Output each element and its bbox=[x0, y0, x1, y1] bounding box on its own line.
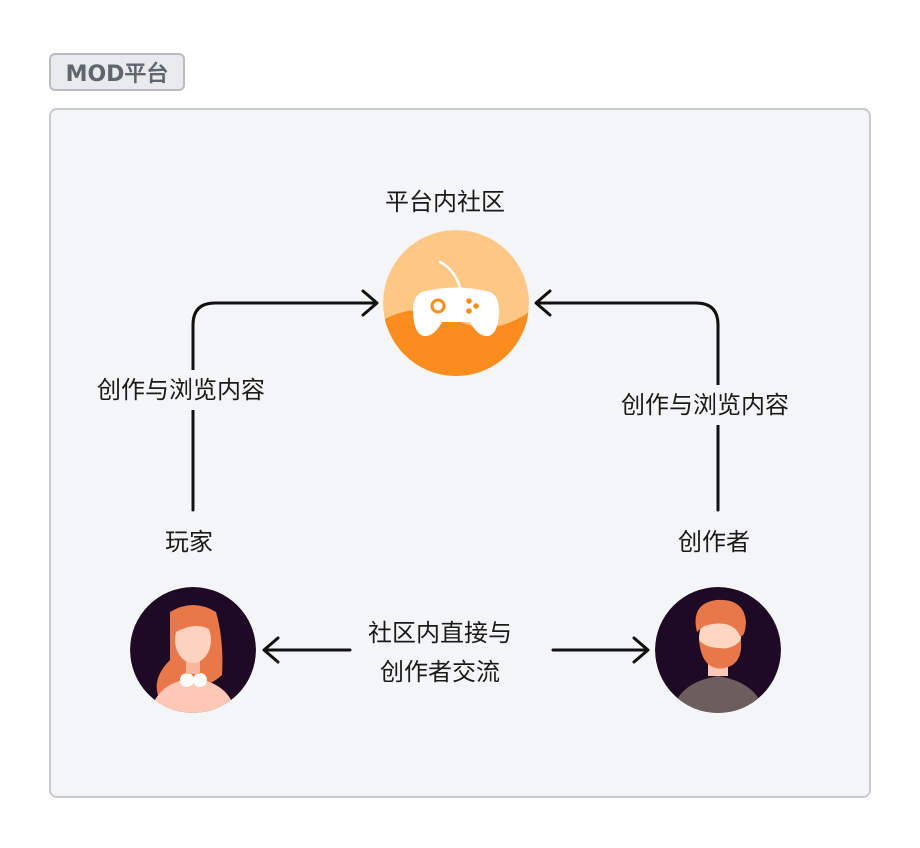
arrowhead-right bbox=[632, 636, 650, 664]
edge-label-player-creator-line1: 社区内直接与 bbox=[368, 619, 512, 647]
edge-player-to-community bbox=[191, 289, 379, 512]
edge-label-creator-community: 创作与浏览内容 bbox=[621, 385, 789, 425]
edge-label-player-community: 创作与浏览内容 bbox=[97, 370, 265, 410]
community-node-icon bbox=[383, 230, 529, 376]
community-label: 平台内社区 bbox=[385, 188, 505, 216]
player-avatar-icon bbox=[130, 587, 256, 713]
arrowhead-left bbox=[534, 289, 552, 317]
creator-label: 创作者 bbox=[678, 526, 750, 558]
player-label: 玩家 bbox=[165, 526, 213, 558]
arrowhead-left bbox=[262, 636, 280, 664]
edge-label-player-creator-line2: 创作者交流 bbox=[380, 658, 500, 686]
platform-tag: MOD平台 bbox=[49, 53, 185, 91]
arrowhead-right bbox=[361, 289, 379, 317]
edge-creator-to-community bbox=[534, 289, 720, 512]
game-controller-icon bbox=[412, 260, 500, 337]
edge-player-creator bbox=[262, 636, 650, 664]
creator-avatar-icon bbox=[655, 587, 781, 713]
